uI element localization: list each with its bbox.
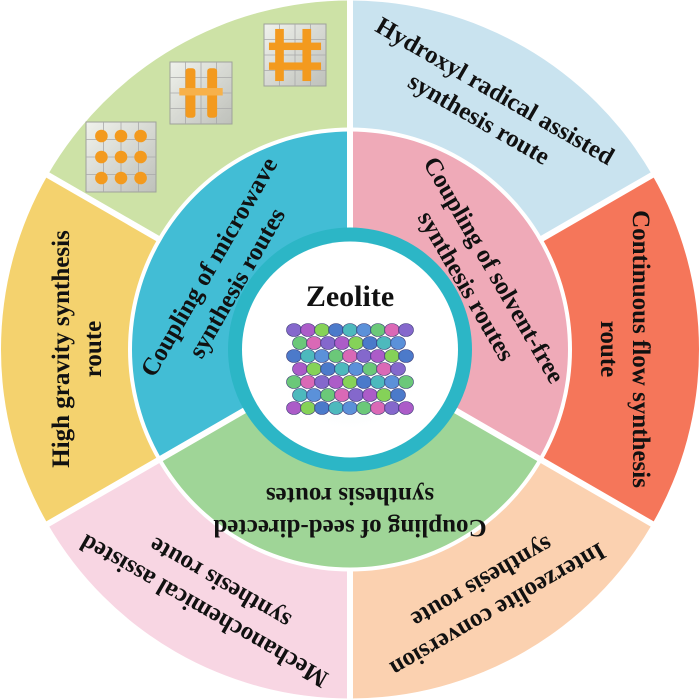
crystal-bead (348, 336, 364, 350)
crystal-bead (370, 401, 386, 415)
crystal-bead (384, 375, 400, 389)
crystal-bead (398, 401, 414, 415)
outer-sector-hydroxyl (350, 0, 653, 239)
label-line: Coupling of seed-directed (213, 514, 486, 541)
outer-sector-high-gravity (0, 175, 158, 524)
outer-separator (537, 455, 657, 529)
zeolite-crystal-image (282, 318, 418, 428)
inner-sector-seed-directed (161, 409, 539, 568)
crystal-bead (292, 362, 308, 376)
label-seed-directed: Coupling of seed-directed synthesis route… (213, 482, 486, 541)
outer-separator (43, 170, 163, 244)
outer-sector-mechanochemical (47, 460, 350, 699)
crystal-bead (314, 349, 330, 363)
crystal-bead (342, 349, 358, 363)
crystal-bead (376, 336, 392, 350)
crystal-bead (356, 349, 372, 363)
label-line: High gravity synthesis (48, 230, 75, 468)
outer-separator (43, 455, 163, 529)
crystal-bead (320, 336, 336, 350)
crystal-bead (314, 375, 330, 389)
outer-sector-continuous-flow (542, 175, 699, 524)
crystal-bead (286, 323, 302, 337)
crystal-bead (300, 401, 316, 415)
crystal-bead (300, 375, 316, 389)
crystal-bead (334, 336, 350, 350)
crystal-bead (370, 323, 386, 337)
outer-separator (537, 170, 657, 244)
crystal-bead (384, 349, 400, 363)
crystal-bead (286, 375, 302, 389)
crystal-bead (334, 362, 350, 376)
crystal-bead (320, 388, 336, 402)
crystal-bead (328, 401, 344, 415)
framework-cube-icon (263, 23, 327, 87)
framework-cube-icon (169, 61, 233, 125)
label-line: synthesis routes (266, 482, 435, 509)
crystal-bead (314, 401, 330, 415)
crystal-bead (356, 323, 372, 337)
crystal-bead (362, 362, 378, 376)
crystal-bead (286, 349, 302, 363)
crystal-bead (362, 388, 378, 402)
crystal-bead (328, 323, 344, 337)
crystal-bead (348, 362, 364, 376)
crystal-bead (328, 375, 344, 389)
label-line: route (595, 321, 622, 377)
crystal-bead (306, 336, 322, 350)
crystal-bead (370, 349, 386, 363)
crystal-bead (384, 401, 400, 415)
crystal-bead (342, 323, 358, 337)
crystal-bead (356, 375, 372, 389)
crystal-bead (292, 388, 308, 402)
crystal-bead (292, 336, 308, 350)
crystal-bead (348, 388, 364, 402)
crystal-bead (356, 401, 372, 415)
crystal-bead (370, 375, 386, 389)
framework-structure-images (85, 23, 327, 193)
crystal-bead (362, 336, 378, 350)
inner-ring (132, 131, 568, 568)
crystal-bead (314, 323, 330, 337)
crystal-bead (376, 388, 392, 402)
crystal-bead (390, 362, 406, 376)
crystal-bead (398, 349, 414, 363)
crystal-bead (398, 323, 414, 337)
crystal-bead (390, 336, 406, 350)
crystal-bead (376, 362, 392, 376)
crystal-bead (398, 375, 414, 389)
crystal-bead (328, 349, 344, 363)
crystal-bead (342, 401, 358, 415)
inner-separator (450, 405, 543, 463)
crystal-bead (342, 375, 358, 389)
crystal-bead (286, 401, 302, 415)
label-line: route (80, 321, 107, 377)
center-title: Zeolite (306, 280, 394, 313)
crystal-bead (306, 362, 322, 376)
framework-cube-icon (85, 121, 157, 193)
crystal-bead (384, 323, 400, 337)
crystal-bead (306, 388, 322, 402)
crystal-bead (320, 362, 336, 376)
sector-separators (43, 0, 657, 699)
crystal-bead (300, 349, 316, 363)
inner-separator (157, 405, 250, 463)
crystal-bead (300, 323, 316, 337)
label-line: Continuous flow synthesis (627, 210, 654, 488)
crystal-bead (334, 388, 350, 402)
crystal-bead (390, 388, 406, 402)
outer-sector-interzeolite (350, 460, 653, 699)
